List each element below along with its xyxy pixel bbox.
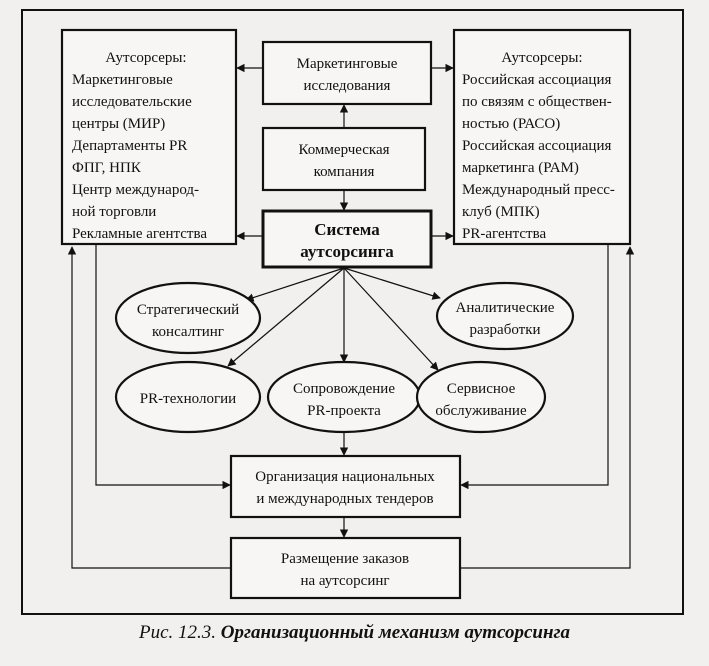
orders-line: Размещение заказов [281,551,409,567]
connectors [67,63,635,569]
service-maintenance-node: Сервисное обслуживание [415,360,547,434]
service-maintenance-line: обслуживание [435,403,527,419]
marketing-research-line: Маркетинговые [297,56,398,72]
left-outsourcers-line: Центр международ- [72,182,199,198]
analytical-development-node: Аналитические разработки [435,281,575,351]
left-outsourcers-line: Маркетинговые [72,72,173,88]
tenders-box: Организация национальных и международных… [229,454,462,519]
right-outsourcers-line: Международный пресс- [462,182,615,198]
outsourcing-system-box: Система аутсорсинга [261,209,433,269]
right-outsourcers-title: Аутсорсеры: [501,50,582,66]
outer-frame [21,9,684,615]
right-outsourcers-line: клуб (МПК) [462,204,540,220]
right-outsourcers-line: по связям с обществен- [462,94,612,110]
commercial-company-box: Коммерческая компания [261,126,427,192]
arrow-system-to-strategic [245,267,345,302]
left-outsourcers-line: исследовательские [72,94,192,110]
left-outsourcers-title: Аутсорсеры: [105,50,186,66]
right-outsourcers-line: Российская ассоциация [462,138,611,154]
arrow-left-to-tenders [95,245,231,490]
commercial-company-line: Коммерческая [298,142,389,158]
right-outsourcers-line: Российская ассоциация [462,72,611,88]
orders-box: Размещение заказов на аутсорсинг [229,536,462,600]
tenders-line: и международных тендеров [256,491,433,507]
strategic-consulting-node: Стратегический консалтинг [114,281,262,355]
strategic-consulting-line: консалтинг [152,324,224,340]
service-maintenance-line: Сервисное [447,381,516,397]
orders-line: на аутсорсинг [300,573,389,589]
arrow-right-to-tenders [460,245,609,490]
marketing-research-box: Маркетинговые исследования [261,40,433,106]
pr-project-support-line: PR-проекта [307,403,381,419]
left-outsourcers-line: ФПГ, НПК [72,160,142,176]
arrow-system-to-analytical [343,267,441,300]
left-outsourcers-box: Аутсорсеры: Маркетинговые исследовательс… [60,28,238,246]
analytical-development-line: разработки [469,322,540,338]
pr-technologies-line: PR-технологии [140,391,236,407]
pr-project-support-node: Сопровождение PR-проекта [266,360,422,434]
left-outsourcers-line: центры (МИР) [72,116,165,132]
pr-project-support-line: Сопровождение [293,381,395,397]
figure-caption: Рис. 12.3. Организационный механизм аутс… [0,622,709,644]
outsourcing-system-line: аутсорсинга [300,242,394,261]
left-outsourcers-line: Рекламные агентства [72,226,207,242]
right-outsourcers-line: маркетинга (РАМ) [462,160,579,176]
right-outsourcers-line: PR-агентства [462,226,546,242]
caption-title: Организационный механизм аутсорсинга [220,622,571,643]
left-outsourcers-line: ной торговли [72,204,156,220]
outsourcing-system-line: Система [314,220,380,239]
caption-prefix: Рис. 12.3. [138,622,217,643]
arrow-orders-to-left [67,246,230,569]
right-outsourcers-line: ностью (РАСО) [462,116,560,132]
analytical-development-line: Аналитические [456,300,555,316]
marketing-research-line: исследования [304,78,391,94]
tenders-line: Организация национальных [255,469,435,485]
arrow-orders-to-right [461,246,635,569]
commercial-company-line: компания [314,164,375,180]
outsourcing-mechanism-diagram: Аутсорсеры: Маркетинговые исследовательс… [21,9,684,615]
strategic-consulting-line: Стратегический [137,302,239,318]
left-outsourcers-line: Департаменты PR [72,138,187,154]
right-outsourcers-box: Аутсорсеры: Российская ассоциация по свя… [452,28,632,246]
arrow-system-to-service [343,267,439,371]
arrow-system-to-pr-tech [227,267,345,367]
pr-technologies-node: PR-технологии [114,360,262,434]
